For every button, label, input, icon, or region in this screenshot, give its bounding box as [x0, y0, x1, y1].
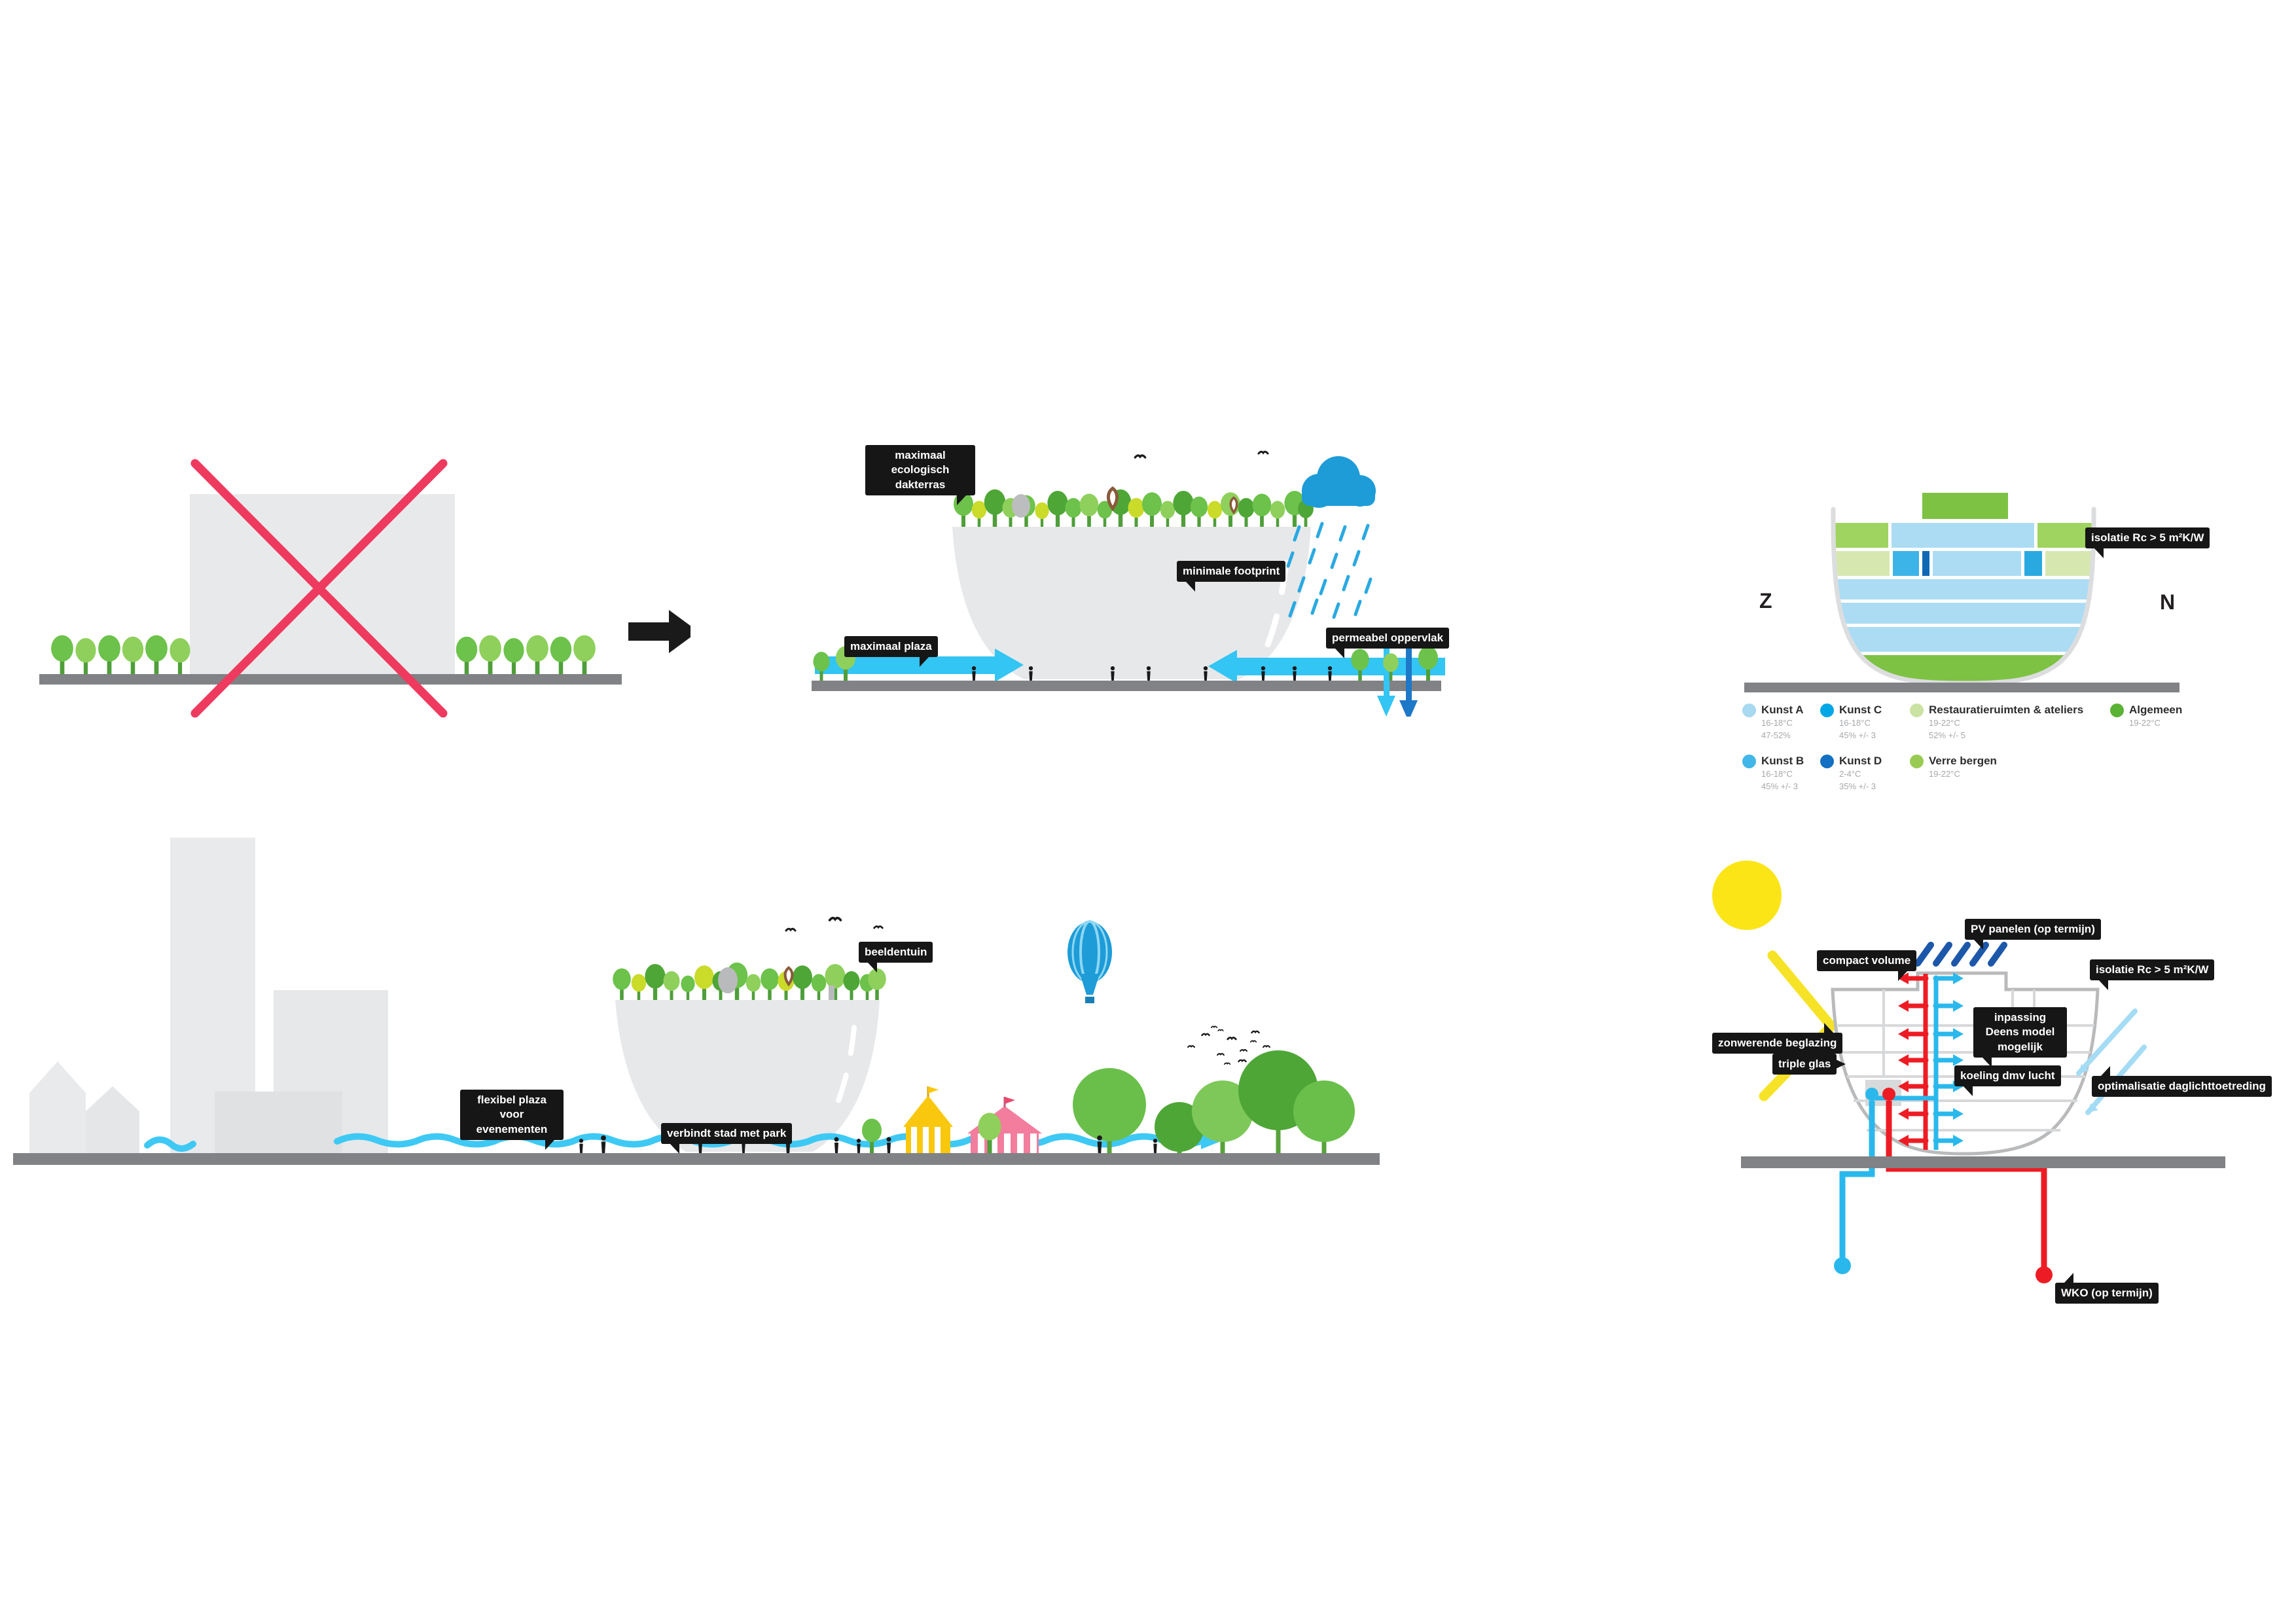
label-sculpture-garden: beeldentuin	[859, 942, 933, 973]
legend-color-dot	[2110, 704, 2124, 717]
sculpture-drop-icon	[1229, 496, 1238, 514]
sculpture-icon	[829, 986, 834, 1000]
legend-color-dot	[1910, 755, 1924, 768]
label-connects-city-park: verbindt stad met park	[661, 1123, 793, 1154]
park-trees	[862, 1050, 1355, 1153]
solar-rays	[1759, 950, 1837, 1101]
sculpture-icon	[1012, 494, 1030, 518]
label-compact-volume: compact volume	[1817, 950, 1917, 982]
legend-name: Restauratieruimten & ateliers	[1929, 704, 2084, 716]
wko-pipes	[1834, 1088, 2053, 1283]
pv-panels	[1914, 942, 2007, 967]
label-air-cooling: koeling dmv lucht	[1954, 1065, 2061, 1097]
legend-color-dot	[1742, 755, 1756, 768]
label-insulation-energy: isolatie Rc > 5 m²K/W	[2090, 959, 2215, 991]
legend-name: Kunst B	[1761, 755, 1804, 767]
rejected-massing-diagram	[39, 459, 691, 718]
facade-dashes	[827, 1025, 857, 1123]
legend-name: Kunst A	[1761, 704, 1804, 716]
legend-color-dot	[1742, 704, 1756, 717]
label-danish-model: inpassing Deens model mogelijk	[1973, 1007, 2067, 1067]
roof-trees	[613, 962, 886, 1000]
ground-line	[812, 681, 1441, 691]
sculpture-drop-icon	[1108, 488, 1117, 508]
cool-pipe-icon	[1874, 972, 1964, 1150]
north-marker: N	[2160, 590, 2176, 614]
rejected-cross-icon	[190, 459, 448, 718]
roof-pavilion	[1922, 493, 2008, 519]
city-skyline	[29, 838, 388, 1153]
concept-massing-diagram	[812, 450, 1445, 717]
label-minimal-footprint: minimale footprint	[1177, 561, 1286, 592]
rain-streaks	[1286, 522, 1372, 619]
label-insulation-section: isolatie Rc > 5 m²K/W	[2085, 527, 2210, 559]
bird-icon	[785, 916, 884, 932]
label-max-plaza: maximaal plaza	[844, 636, 938, 668]
sculpture-icon	[718, 967, 738, 993]
legend-name: Algemeen	[2129, 704, 2183, 716]
label-solar-glazing: zonwerende beglazing	[1712, 1023, 1843, 1054]
event-tents	[903, 1086, 1042, 1153]
legend-item-algemeen: Algemeen 19-22°C	[2110, 704, 2182, 729]
ground-line	[1744, 683, 2179, 692]
ground-line	[39, 674, 622, 685]
legend-name: Kunst D	[1839, 755, 1882, 767]
bird-icon	[1134, 450, 1269, 459]
legend-item-verre-bergen: Verre bergen 19-22°C	[1910, 755, 1997, 780]
label-daylight-optimisation: optimalisatie daglichttoetreding	[2092, 1066, 2272, 1097]
city-park-section-diagram	[13, 838, 1380, 1165]
climate-section-diagram	[1744, 493, 2179, 692]
label-roof-terrace: maximaal ecologisch dakterras	[865, 445, 975, 505]
legend-color-dot	[1910, 704, 1924, 717]
south-marker: Z	[1759, 589, 1772, 613]
legend-color-dot	[1820, 755, 1834, 768]
hot-air-balloon-icon	[1067, 920, 1112, 1003]
label-wko: WKO (op termijn)	[2055, 1273, 2159, 1304]
label-flexible-plaza: flexibel plaza voor evenementen	[460, 1090, 564, 1150]
label-permeable-surface: permeabel oppervlak	[1326, 628, 1450, 659]
bowl-building	[615, 1000, 880, 1152]
legend-color-dot	[1820, 704, 1834, 717]
roof-trees	[954, 488, 1314, 527]
arrow-right-icon	[628, 610, 691, 653]
label-triple-glass: triple glas	[1772, 1054, 1846, 1075]
rain-cloud-icon	[1302, 456, 1376, 508]
sculpture-drop-icon	[785, 968, 793, 984]
ground-line	[13, 1153, 1380, 1165]
ground-line	[1741, 1156, 2225, 1168]
label-pv-panels: PV panelen (op termijn)	[1965, 919, 2101, 950]
heat-pipe-icon	[1898, 972, 1929, 1150]
legend-name: Verre bergen	[1929, 755, 1997, 767]
sun-icon	[1712, 861, 1782, 930]
legend-name: Kunst C	[1839, 704, 1882, 716]
